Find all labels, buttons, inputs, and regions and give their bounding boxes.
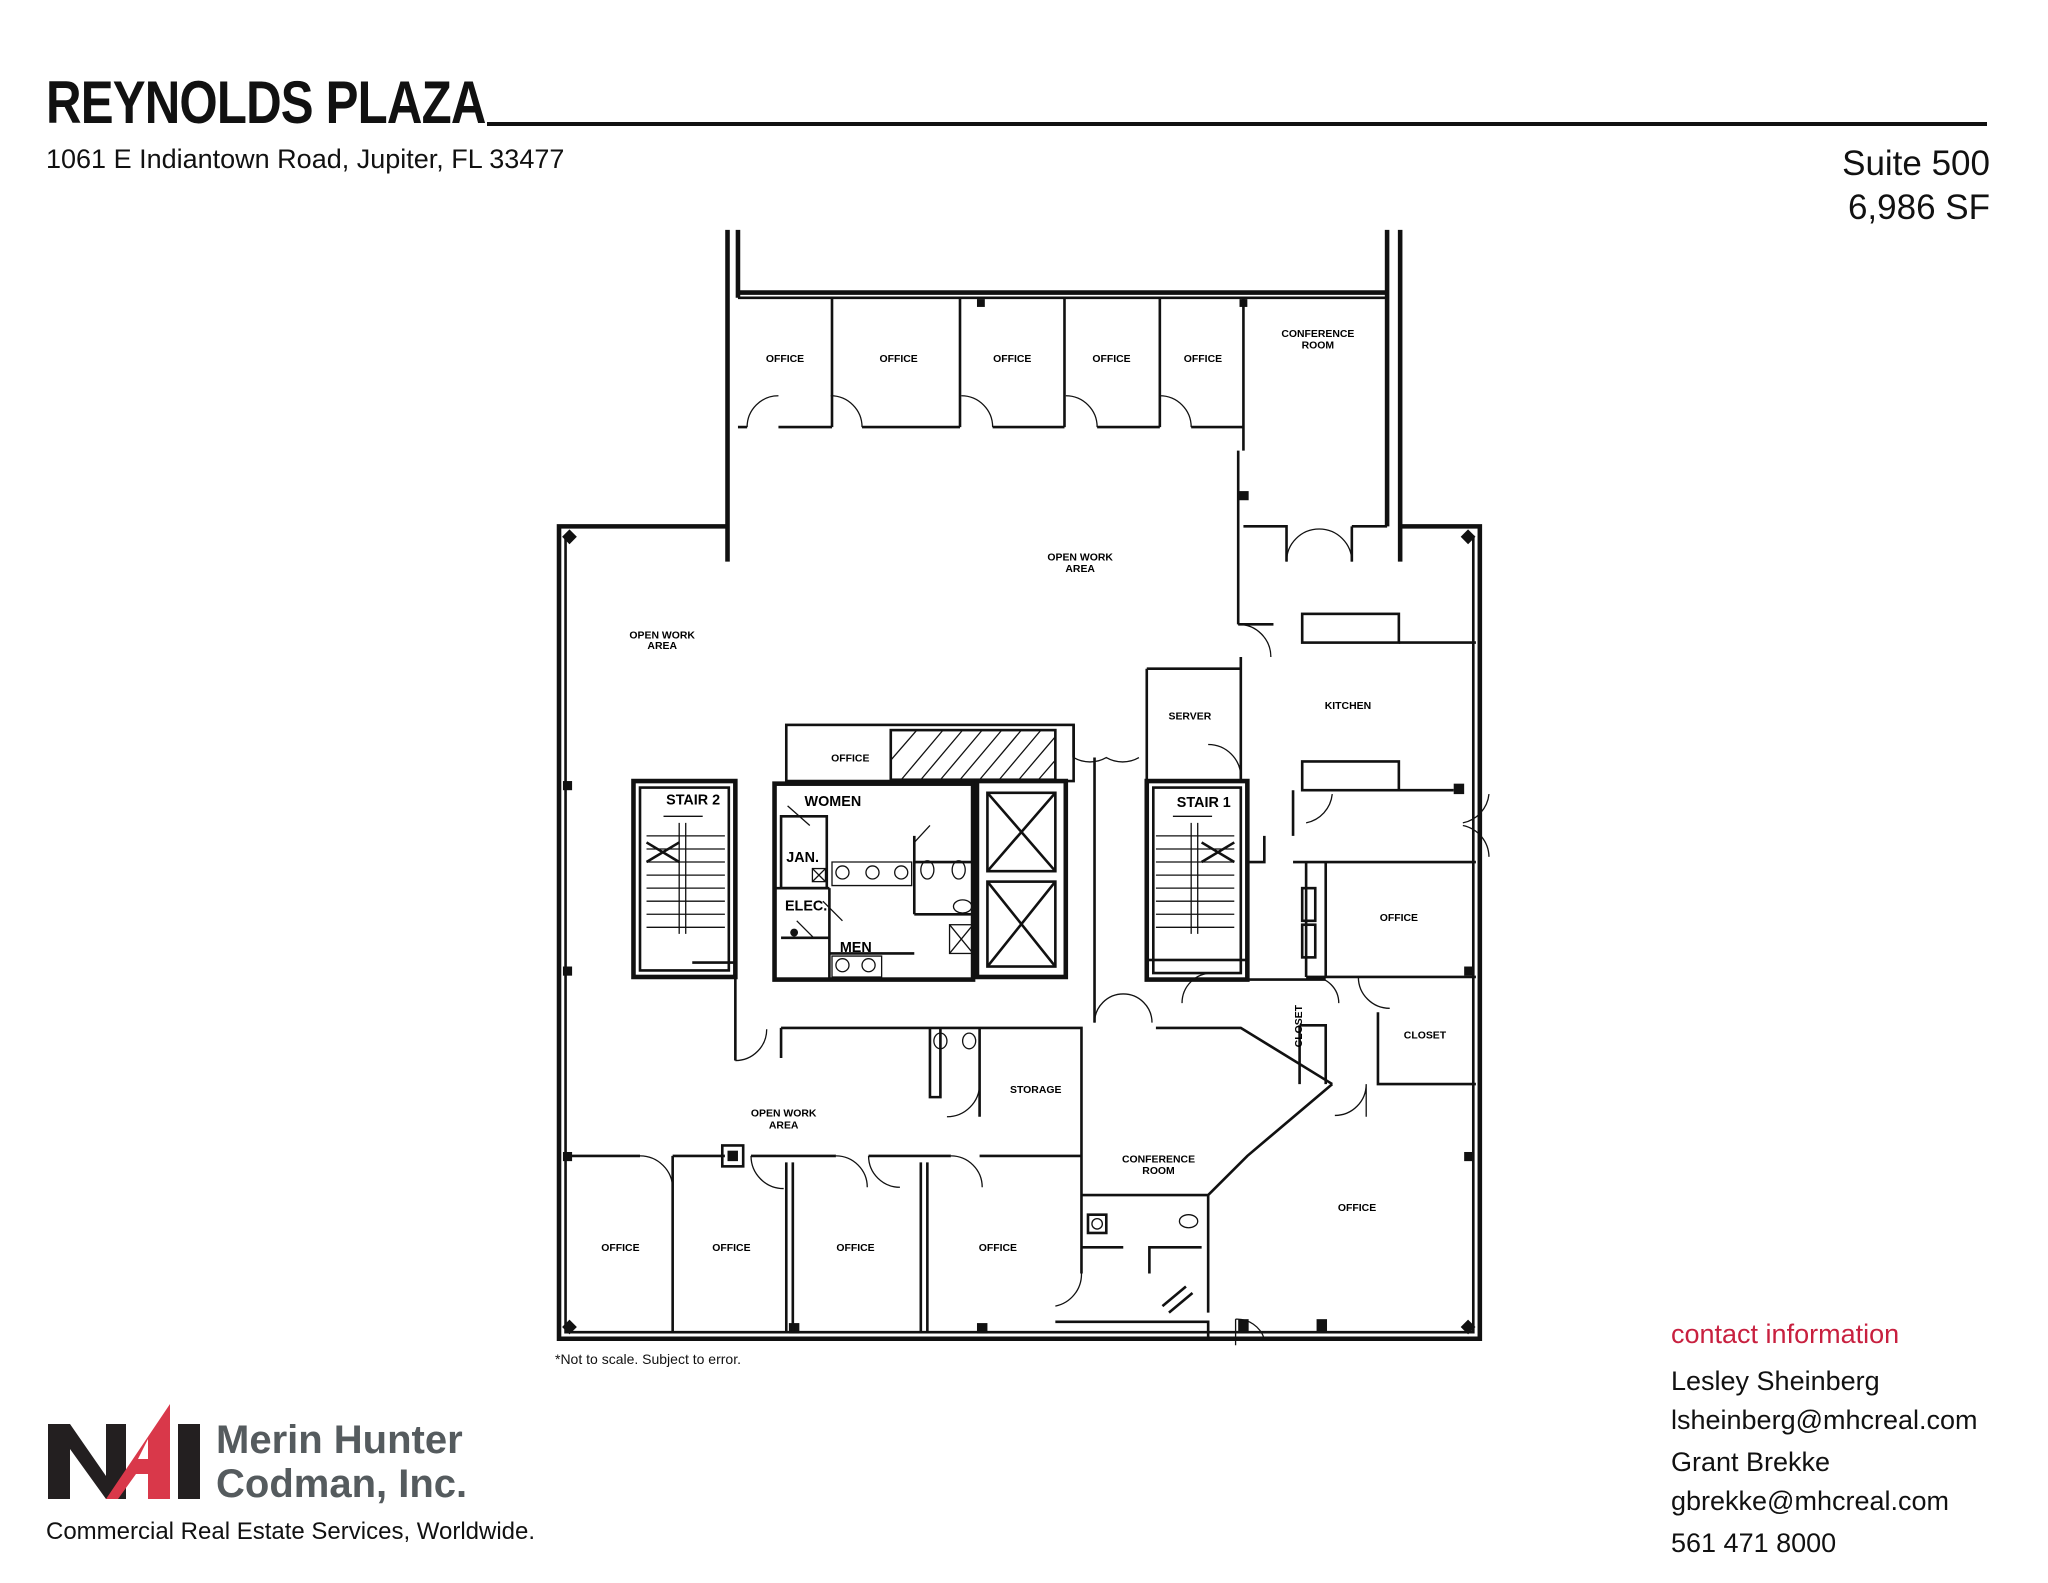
room-label: AREA (769, 1120, 799, 1131)
contact-info: contact information Lesley Sheinberg lsh… (1671, 1315, 1978, 1563)
room-labels: OFFICE OFFICE OFFICE OFFICE OFFICE CONFE… (601, 329, 1446, 1254)
room-label: CLOSET (1404, 1030, 1447, 1041)
building-core (631, 723, 1250, 1062)
kitchen-server (1145, 612, 1490, 864)
room-label: OFFICE (712, 1243, 750, 1254)
exterior-walls (556, 229, 1483, 1342)
property-address: 1061 E Indiantown Road, Jupiter, FL 3347… (46, 144, 565, 174)
right-offices (1181, 835, 1476, 1117)
suite-area: 6,986 SF (1847, 188, 1990, 227)
room-label: OFFICE (1184, 354, 1222, 365)
room-label: OFFICE (979, 1243, 1017, 1254)
top-offices (737, 296, 1388, 625)
nai-logo-icon (48, 1404, 200, 1499)
room-label: OFFICE (766, 354, 804, 365)
room-label: OPEN WORK (1047, 552, 1113, 563)
room-label: SERVER (1169, 712, 1212, 723)
room-label: CLOSET (1294, 1004, 1305, 1047)
room-label: OFFICE (836, 1243, 874, 1254)
page-title: REYNOLDS PLAZA (46, 69, 486, 136)
contact-heading: contact information (1671, 1319, 1900, 1349)
room-label: AREA (1065, 564, 1095, 575)
contact-phone: 561 471 8000 (1671, 1528, 1837, 1558)
room-label: MEN (840, 940, 872, 956)
room-label: OFFICE (601, 1243, 639, 1254)
suite-info: Suite 500 6,986 SF (1842, 142, 1990, 230)
title-rule (487, 122, 1987, 126)
room-label: OFFICE (831, 753, 869, 764)
company-name-line1: Merin Hunter (216, 1418, 463, 1462)
scale-note: *Not to scale. Subject to error. (555, 1351, 741, 1367)
contact-name: Lesley Sheinberg (1671, 1366, 1880, 1396)
room-label: OFFICE (1092, 354, 1130, 365)
room-label: STORAGE (1010, 1085, 1061, 1096)
room-label: STAIR 2 (666, 793, 720, 809)
room-label: ELEC. (785, 898, 827, 914)
room-label: OFFICE (1380, 913, 1418, 924)
bottom-rooms (568, 1026, 1334, 1346)
company-name-line2: Codman, Inc. (216, 1462, 468, 1506)
contact-name: Grant Brekke (1671, 1447, 1831, 1477)
room-label: WOMEN (805, 794, 862, 810)
room-label: KITCHEN (1325, 701, 1371, 712)
room-label: OFFICE (879, 354, 917, 365)
room-label: OPEN WORK (629, 631, 695, 642)
room-label: ROOM (1302, 341, 1334, 352)
room-label: JAN. (786, 850, 819, 866)
room-label: CONFERENCE (1122, 1154, 1195, 1165)
company-tagline: Commercial Real Estate Services, Worldwi… (46, 1518, 536, 1545)
company-name: Merin Hunter Codman, Inc. (216, 1418, 467, 1506)
room-label: OFFICE (1338, 1203, 1376, 1214)
contact-email[interactable]: lsheinberg@mhcreal.com (1671, 1405, 1978, 1435)
room-label: OPEN WORK (751, 1109, 817, 1120)
room-label: CONFERENCE (1281, 329, 1354, 340)
room-label: AREA (647, 641, 677, 652)
suite-number: Suite 500 (1842, 144, 1990, 183)
contact-email[interactable]: gbrekke@mhcreal.com (1671, 1486, 1950, 1516)
room-label: OFFICE (993, 354, 1031, 365)
room-label: ROOM (1142, 1166, 1174, 1177)
room-label: STAIR 1 (1177, 795, 1231, 811)
